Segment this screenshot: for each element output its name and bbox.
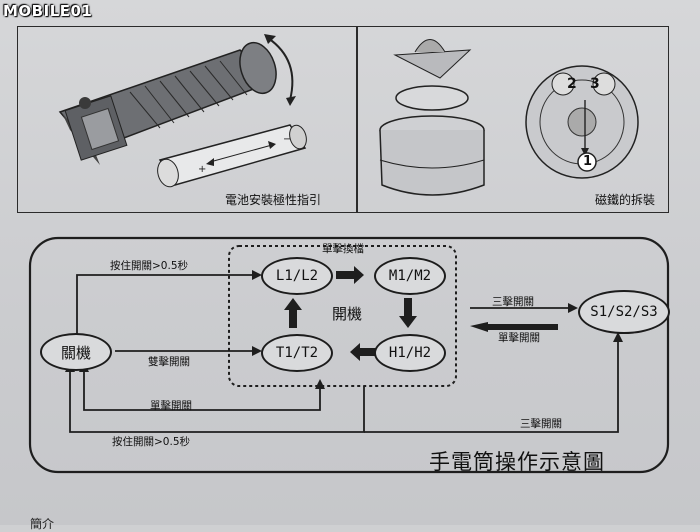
edge-label-off-to-l: 按住開關>0.5秒 — [110, 260, 188, 272]
node-s1-s2-s3: S1/S2/S3 — [578, 290, 670, 334]
magnet-label-1: 1 — [583, 154, 593, 169]
arrow-h-to-t — [350, 343, 378, 361]
magnet-illustration — [379, 39, 639, 196]
node-h1-h2: H1/H2 — [374, 334, 446, 372]
on-group-box — [228, 245, 457, 387]
battery-drawing: + − — [157, 124, 307, 188]
edge-off-to-l — [76, 274, 252, 334]
svg-text:−: − — [283, 134, 291, 145]
arrow-m-to-h — [399, 298, 417, 328]
magnet-caption: 磁鐵的拆裝 — [595, 193, 656, 207]
flashlight-drawing — [58, 34, 296, 165]
battery-illustration-panel — [17, 26, 357, 213]
node-l1-l2: L1/L2 — [261, 257, 333, 295]
edge-label-on-to-s: 三擊開關 — [492, 296, 534, 308]
edge-label-off-hold: 按住開關>0.5秒 — [112, 436, 190, 448]
arrow-t-to-l — [284, 298, 302, 328]
node-off: 關機 — [40, 333, 112, 371]
magnet-label-2: 2 — [567, 76, 577, 92]
edge-label-s-to-on: 單擊開關 — [498, 332, 540, 344]
edge-off-hold — [69, 372, 365, 433]
edge-label-off-to-s: 三擊開關 — [520, 418, 562, 430]
node-m1-m2: M1/M2 — [374, 257, 446, 295]
edge-label-l-to-m: 單擊換檔 — [322, 243, 364, 255]
battery-caption: 電池安裝極性指引 — [225, 193, 322, 207]
diagram-frame — [28, 236, 670, 474]
watermark-logo: MOBILE01 — [3, 2, 93, 20]
footer-fragment: 簡介 — [30, 517, 55, 531]
edge-on-to-off — [83, 372, 321, 411]
magnet-illustration-panel — [357, 26, 669, 213]
diagram-title: 手電筒操作示意圖 — [429, 450, 605, 474]
on-group-label: 開機 — [332, 305, 363, 323]
edge-off-to-s — [364, 342, 619, 433]
node-t1-t2: T1/T2 — [261, 334, 333, 372]
arrow-l-to-m — [336, 266, 364, 284]
magnet-label-3: 3 — [590, 76, 600, 92]
svg-text:+: + — [198, 164, 206, 175]
edge-label-on-to-off: 單擊開關 — [150, 400, 192, 412]
arrow-s-to-on — [470, 322, 558, 332]
edge-label-off-to-t: 雙擊開關 — [148, 356, 190, 368]
